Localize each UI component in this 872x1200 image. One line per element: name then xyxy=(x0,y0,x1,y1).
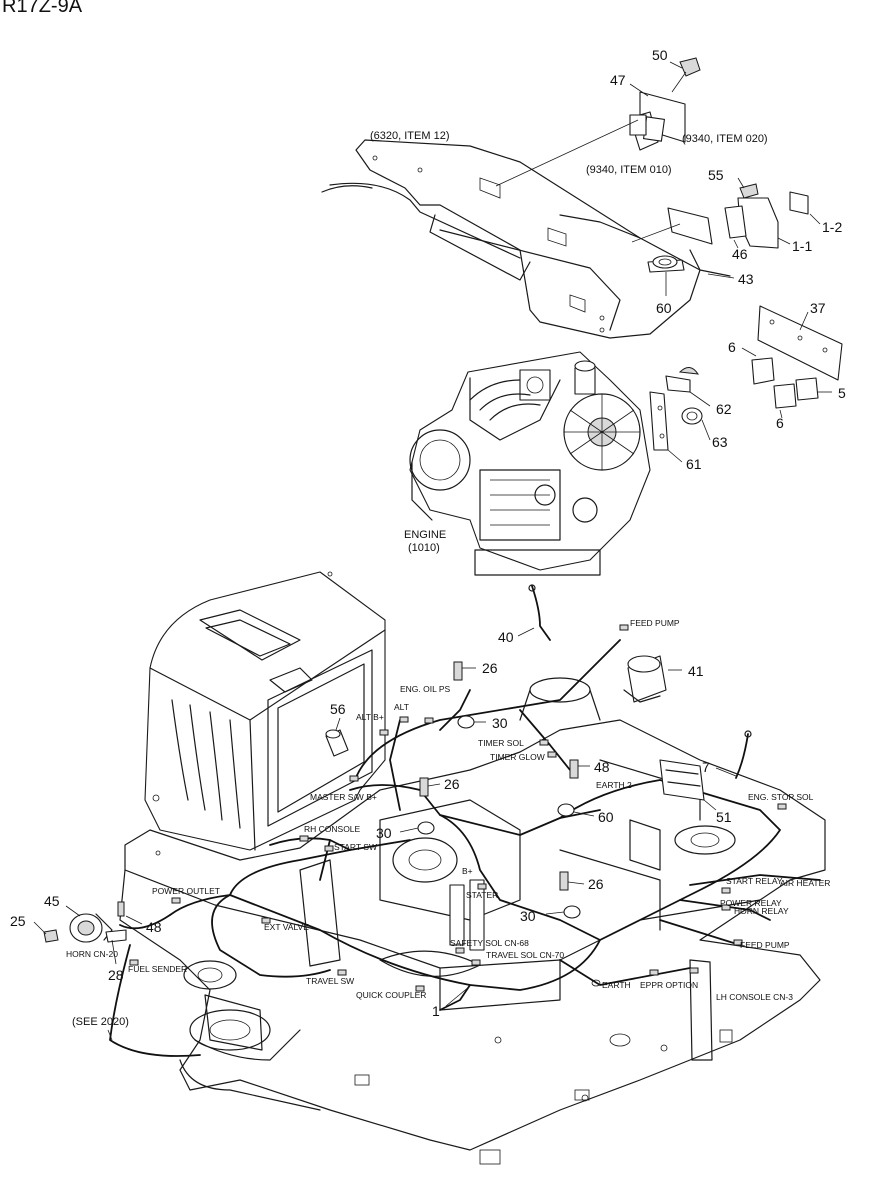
harness-connectors xyxy=(129,624,787,992)
page-title: R17Z-9A xyxy=(2,0,83,17)
label-quick-coupler: QUICK COUPLER xyxy=(356,990,426,1000)
part-number: 48 xyxy=(594,759,610,775)
part-number: 60 xyxy=(656,300,672,316)
wire-harness-1 xyxy=(109,639,821,1057)
label-fuel-sender: FUEL SENDER xyxy=(128,964,187,974)
part-number: 41 xyxy=(688,663,704,679)
part-number: 26 xyxy=(482,660,498,676)
relay-bracket-55 xyxy=(631,183,809,277)
part-number: 45 xyxy=(44,893,60,909)
engine-1010 xyxy=(409,351,651,576)
ref-engine: ENGINE xyxy=(404,529,446,541)
relay-plate-37 xyxy=(751,305,843,409)
leader-lines xyxy=(33,61,832,1041)
frame-components xyxy=(43,584,752,943)
part-number: 43 xyxy=(738,271,754,287)
label-eng-oil-ps: ENG. OIL PS xyxy=(400,684,451,694)
label-earth2: EARTH 2 xyxy=(596,780,632,790)
part-number: 25 xyxy=(10,913,26,929)
part-number: 26 xyxy=(588,876,604,892)
part-number: 6 xyxy=(728,339,736,355)
label-travel-sw: TRAVEL SW xyxy=(306,976,354,986)
label-master-sw: MASTER S/W B+ xyxy=(310,792,377,802)
label-power-outlet: POWER OUTLET xyxy=(152,886,220,896)
part-number: 1 xyxy=(432,1003,440,1019)
label-timer-glow: TIMER GLOW xyxy=(490,752,545,762)
label-earth: EARTH xyxy=(602,980,631,990)
label-ext-valve: EXT VALVE xyxy=(264,922,309,932)
upper-frame xyxy=(321,139,701,339)
part-number: 47 xyxy=(610,72,626,88)
label-alt-b: ALT B+ xyxy=(356,712,384,722)
label-travel-sol: TRAVEL SOL CN-70 xyxy=(486,950,564,960)
part-number: 61 xyxy=(686,456,702,472)
part-number: 50 xyxy=(652,47,668,63)
part-number: 63 xyxy=(712,434,728,450)
part-number: 5 xyxy=(838,385,846,401)
part-number: 48 xyxy=(146,919,162,935)
part-number: 1-1 xyxy=(792,238,812,254)
label-start-relay: START RELAY xyxy=(726,876,783,886)
ref-item010: (9340, ITEM 010) xyxy=(586,164,672,176)
relay-bracket-47 xyxy=(629,57,701,151)
part-number: 51 xyxy=(716,809,732,825)
bracket-61 xyxy=(649,367,703,451)
label-rh-console: RH CONSOLE xyxy=(304,824,361,834)
label-stater: STATER xyxy=(466,890,498,900)
part-number: 7 xyxy=(702,759,710,775)
part-number: 28 xyxy=(108,967,124,983)
part-number: 30 xyxy=(492,715,508,731)
part-number: 30 xyxy=(520,908,536,924)
label-horn-relay: HORN RELAY xyxy=(734,906,789,916)
ref-item12: (6320, ITEM 12) xyxy=(370,130,449,142)
part-number: 62 xyxy=(716,401,732,417)
part-number: 26 xyxy=(444,776,460,792)
label-feed-pump: FEED PUMP xyxy=(630,618,680,628)
part-number: 56 xyxy=(330,701,346,717)
part-number: 40 xyxy=(498,629,514,645)
part-number: 55 xyxy=(708,167,724,183)
part-number: 60 xyxy=(598,809,614,825)
ref-see-2020: (SEE 2020) xyxy=(72,1016,129,1028)
part-number: 37 xyxy=(810,300,826,316)
label-power-relay: POWER RELAY xyxy=(720,898,782,908)
label-air-heater: AIR HEATER xyxy=(780,878,830,888)
label-start-sw: START SW xyxy=(334,842,377,852)
label-eppr-option: EPPR OPTION xyxy=(640,980,698,990)
ref-engine-code: (1010) xyxy=(408,542,440,554)
label-feed-pump-bottom: FEED PUMP xyxy=(740,940,790,950)
part-number: 6 xyxy=(776,415,784,431)
part-number: 30 xyxy=(376,825,392,841)
label-safety-sol: SAFETY SOL CN-68 xyxy=(450,938,529,948)
label-horn-cn: HORN CN-20 xyxy=(66,949,118,959)
main-frame xyxy=(119,677,826,1165)
hood-cover xyxy=(144,571,386,851)
label-eng-stop-sol: ENG. STOP SOL xyxy=(748,792,814,802)
leader-line xyxy=(495,119,639,187)
ref-item020: (9340, ITEM 020) xyxy=(682,133,768,145)
label-b-plus: B+ xyxy=(462,866,473,876)
part-number: 46 xyxy=(732,246,748,262)
label-timer-sol: TIMER SOL xyxy=(478,738,524,748)
label-alt: ALT xyxy=(394,702,409,712)
label-lh-console: LH CONSOLE CN-3 xyxy=(716,992,793,1002)
part-number: 1-2 xyxy=(822,219,842,235)
